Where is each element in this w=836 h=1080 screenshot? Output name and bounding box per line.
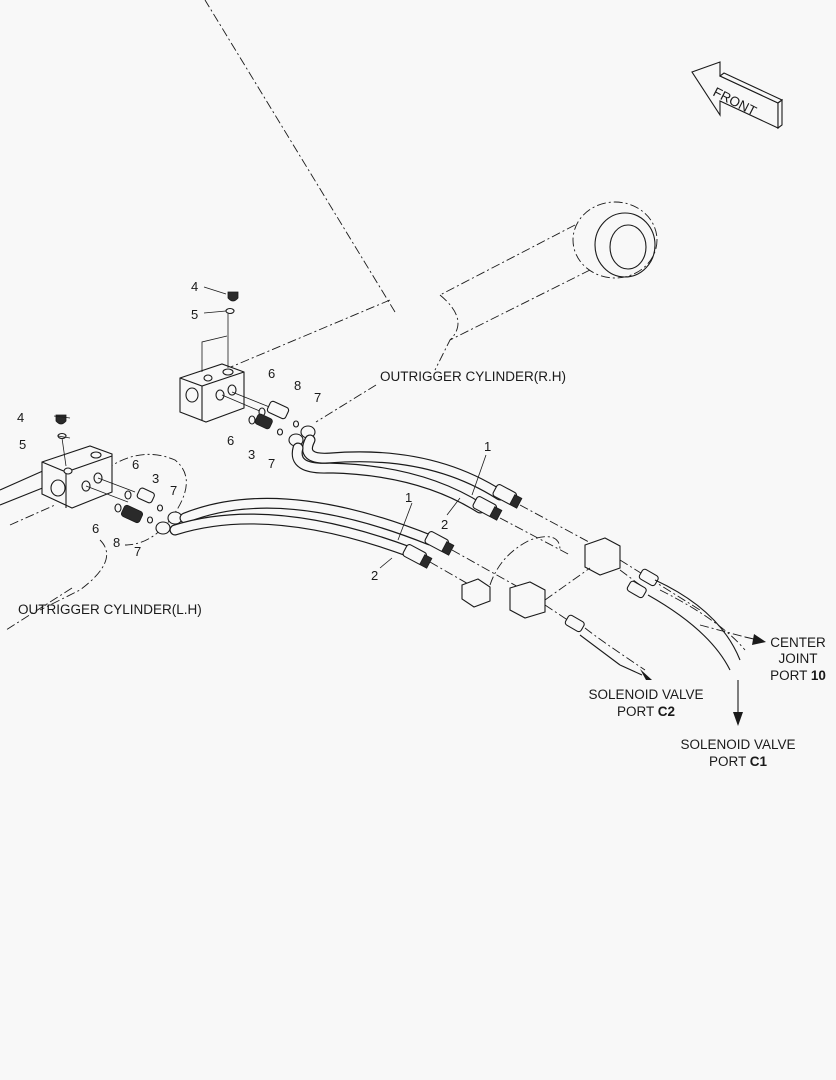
sol-c2-port-number: C2	[658, 704, 675, 719]
callout-2-rh: 2	[441, 517, 448, 532]
rh-cylinder: 392"/>	[199, 0, 658, 381]
hoses	[169, 434, 523, 569]
sol-c1-line1: SOLENOID VALVE	[680, 737, 795, 752]
front-arrow-icon: FRONT	[691, 61, 784, 130]
sol-c2-port-prefix: PORT	[617, 704, 658, 719]
callout-3-lh: 3	[152, 471, 159, 486]
callout-3-rh: 3	[248, 447, 255, 462]
sol-c1-port-prefix: PORT	[709, 754, 750, 769]
callout-8-lh: 8	[113, 535, 120, 550]
callout-6-lh-b: 6	[92, 521, 99, 536]
leader-lines	[5, 286, 487, 631]
label-outrigger-cylinder-rh: OUTRIGGER CYLINDER(R.H)	[380, 369, 566, 384]
callout-7-rh-b: 7	[268, 456, 275, 471]
callout-1-rh: 1	[484, 439, 491, 454]
center-joint-port-number: 10	[811, 668, 826, 683]
sol-c2-line2: PORT C2	[617, 704, 675, 719]
flow-arrows	[619, 634, 766, 726]
sol-c2-line1: SOLENOID VALVE	[588, 687, 703, 702]
callout-7-rh-a: 7	[314, 390, 321, 405]
tee-fittings	[429, 504, 746, 671]
center-joint-line2: JOINT	[779, 651, 818, 666]
lh-valve-block	[41, 437, 113, 509]
center-joint-port-prefix: PORT	[770, 668, 811, 683]
center-joint-line3: PORT 10	[770, 668, 826, 683]
callout-6-rh-a: 6	[268, 366, 275, 381]
center-joint-line1: CENTER	[770, 635, 826, 650]
lh-cylinder	[0, 453, 187, 611]
sol-c1-port-number: C1	[750, 754, 768, 769]
callout-7-lh-b: 7	[134, 544, 141, 559]
label-solenoid-c1: SOLENOID VALVE PORT C1	[680, 737, 795, 769]
lh-fittings	[55, 414, 183, 535]
callout-5-rh: 5	[191, 307, 198, 322]
label-solenoid-c2: SOLENOID VALVE PORT C2	[588, 687, 703, 719]
callout-2-lh: 2	[371, 568, 378, 583]
callout-6-lh-a: 6	[132, 457, 139, 472]
callout-5-lh: 5	[19, 437, 26, 452]
label-center-joint: CENTER JOINT PORT 10	[770, 635, 826, 683]
callout-7-lh-a: 7	[170, 483, 177, 498]
callout-4-rh: 4	[191, 279, 198, 294]
callout-6-rh-b: 6	[227, 433, 234, 448]
rh-valve-block	[179, 314, 245, 423]
label-outrigger-cylinder-lh: OUTRIGGER CYLINDER(L.H)	[18, 602, 202, 617]
callout-4-lh: 4	[17, 410, 24, 425]
callout-8-rh: 8	[294, 378, 301, 393]
callout-1-lh: 1	[405, 490, 412, 505]
sol-c1-line2: PORT C1	[709, 754, 768, 769]
